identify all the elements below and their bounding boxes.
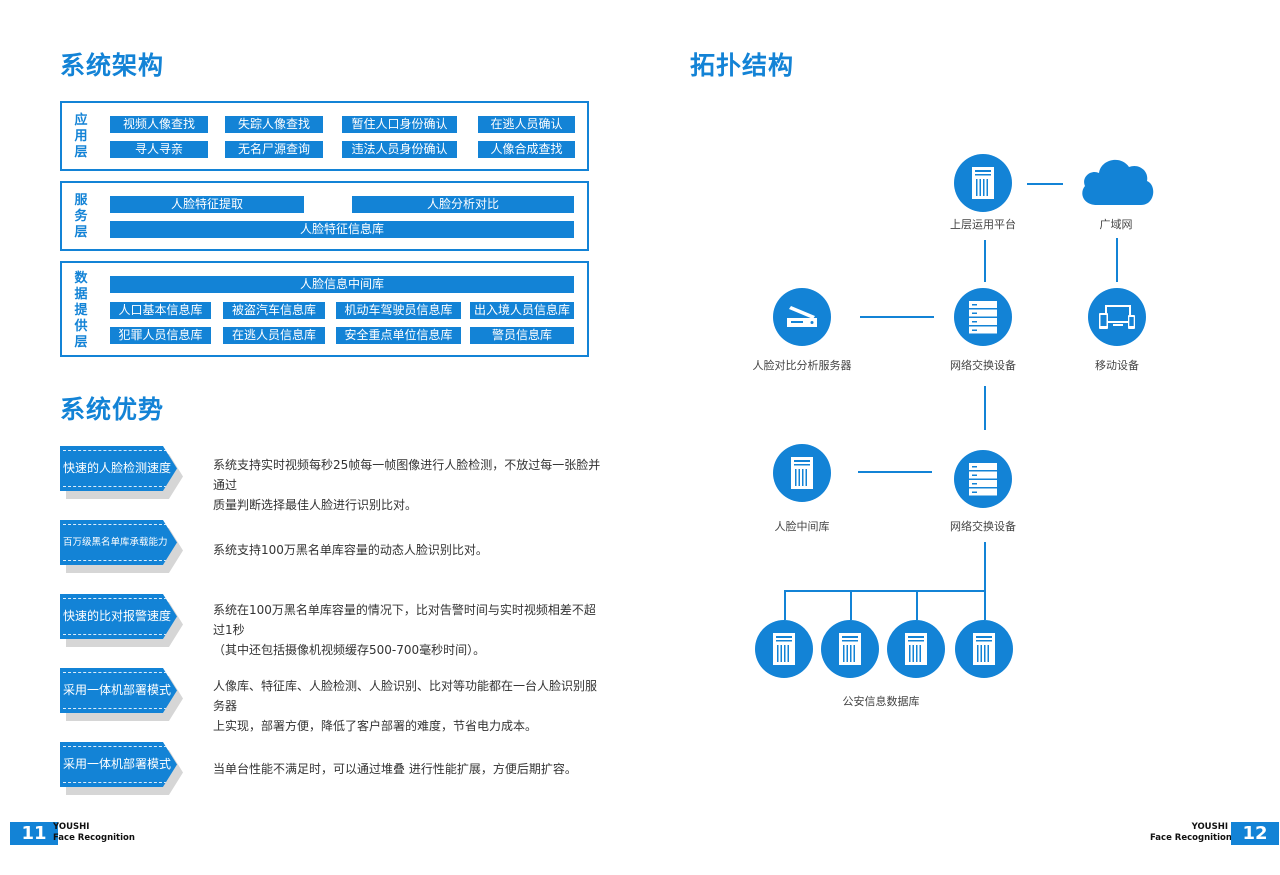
db-server-2 [821, 620, 879, 678]
link-switch2-bus [984, 542, 986, 590]
advantage-desc-2: 系统支持100万黑名单库容量的动态人脸识别比对。 [213, 543, 488, 557]
architecture-title: 系统架构 [60, 51, 165, 80]
server-icon [773, 633, 795, 665]
module-offender-id: 违法人员身份确认 [342, 141, 457, 158]
db-server-3 [887, 620, 945, 678]
link-db-1 [784, 590, 786, 620]
module-unknown-body-query: 无名尸源查询 [225, 141, 323, 158]
module-fugitive-db: 在逃人员信息库 [223, 327, 325, 344]
advantage-tag-1: 快速的人脸检测速度 [60, 446, 185, 501]
link-platform-wan [1027, 183, 1063, 185]
switch-icon [969, 301, 997, 334]
mobile-label: 移动设备 [1095, 359, 1139, 372]
module-video-face-search: 视频人像查找 [110, 116, 208, 133]
module-feature-extract: 人脸特征提取 [110, 196, 304, 213]
data-layer-label: 数据提供层 [74, 271, 88, 350]
link-db-4 [984, 590, 986, 620]
topology-title: 拓扑结构 [690, 51, 795, 80]
link-wan-mobile [1116, 238, 1118, 282]
analysis-label: 人脸对比分析服务器 [752, 359, 852, 372]
switch1-node [954, 288, 1012, 346]
advantage-desc-1: 系统支持实时视频每秒25帧每一帧图像进行人脸检测，不放过每一张脸并通过质量判断选… [213, 458, 601, 512]
advantage-tag-5: 采用一体机部署模式 [60, 742, 185, 797]
midlib-label: 人脸中间库 [774, 520, 830, 533]
module-fugitive-confirm: 在逃人员确认 [478, 116, 575, 133]
server-icon [972, 167, 994, 199]
module-face-middle-db: 人脸信息中间库 [110, 276, 574, 293]
link-analysis-switch1 [860, 316, 934, 318]
wan-label: 广域网 [1099, 218, 1133, 231]
analysis-node [773, 288, 831, 346]
advantage-tag-3: 快速的比对报警速度 [60, 594, 185, 649]
link-platform-switch1 [984, 240, 986, 282]
application-layer: 应用层 视频人像查找 失踪人像查找 暂住人口身份确认 在逃人员确认 寻人寻亲 无… [60, 101, 589, 171]
application-layer-label: 应用层 [74, 113, 88, 160]
module-family-search: 寻人寻亲 [110, 141, 208, 158]
switch2-node [954, 450, 1012, 508]
module-driver-db: 机动车驾驶员信息库 [336, 302, 461, 319]
platform-node [954, 154, 1012, 212]
cloud-icon [1082, 159, 1154, 205]
link-db-3 [916, 590, 918, 620]
module-border-db: 出入境人员信息库 [470, 302, 574, 319]
police-db-label: 公安信息数据库 [842, 695, 920, 708]
midlib-node [773, 444, 831, 502]
link-midlib-switch2 [858, 471, 932, 473]
advantage-tag-4: 采用一体机部署模式 [60, 668, 185, 723]
advantage-desc-4: 人像库、特征库、人脸检测、人脸识别、比对等功能都在一台人脸识别服务器上实现，部署… [213, 679, 598, 733]
module-police-db: 警员信息库 [470, 327, 574, 344]
switch1-label: 网络交换设备 [950, 359, 1016, 372]
server-icon [791, 457, 813, 489]
devices-icon [1099, 305, 1135, 329]
advantage-desc-5: 当单台性能不满足时，可以通过堆叠 进行性能扩展，方便后期扩容。 [213, 762, 577, 776]
switch2-label: 网络交换设备 [950, 520, 1016, 533]
link-switch1-switch2 [984, 386, 986, 430]
module-key-unit-db: 安全重点单位信息库 [336, 327, 461, 344]
service-layer: 服务层 人脸特征提取 人脸分析对比 人脸特征信息库 [60, 181, 589, 251]
module-stolen-car-db: 被盗汽车信息库 [223, 302, 325, 319]
link-db-bus [784, 590, 986, 592]
module-face-synthesis-search: 人像合成查找 [478, 141, 575, 158]
page-number-left: 11 [10, 822, 58, 845]
switch-icon [969, 463, 997, 496]
scanner-icon [787, 306, 817, 327]
link-db-2 [850, 590, 852, 620]
advantage-desc-3: 系统在100万黑名单库容量的情况下，比对告警时间与实时视频相差不超过1秒（其中还… [213, 603, 596, 657]
mobile-node [1088, 288, 1146, 346]
service-layer-label: 服务层 [74, 193, 88, 240]
advantages-title: 系统优势 [60, 395, 165, 424]
module-face-compare: 人脸分析对比 [352, 196, 574, 213]
advantage-tag-2: 百万级黑名单库承载能力 [60, 520, 185, 575]
module-feature-db: 人脸特征信息库 [110, 221, 574, 238]
page-number-right: 12 [1231, 822, 1279, 845]
server-icon [905, 633, 927, 665]
platform-label: 上层运用平台 [950, 218, 1016, 231]
db-server-1 [755, 620, 813, 678]
module-missing-face-search: 失踪人像查找 [225, 116, 323, 133]
module-population-db: 人口基本信息库 [110, 302, 211, 319]
server-icon [973, 633, 995, 665]
db-server-4 [955, 620, 1013, 678]
module-criminal-db: 犯罪人员信息库 [110, 327, 211, 344]
module-temp-resident-id: 暂住人口身份确认 [342, 116, 457, 133]
server-icon [839, 633, 861, 665]
data-layer: 数据提供层 人脸信息中间库 人口基本信息库 被盗汽车信息库 机动车驾驶员信息库 … [60, 261, 589, 357]
